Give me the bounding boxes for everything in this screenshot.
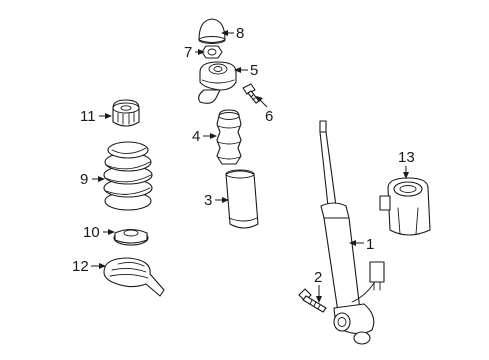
part-6-bolt	[242, 83, 260, 104]
arrowhead-5	[234, 67, 241, 73]
callout-12: 12	[72, 258, 106, 275]
part-8-dust-cap	[198, 18, 226, 44]
arrowhead-3	[222, 197, 229, 203]
arrowhead-8	[221, 30, 228, 36]
callout-6: 6	[256, 96, 273, 125]
callout-label-5: 5	[250, 62, 258, 79]
callout-label-10: 10	[83, 224, 100, 241]
callout-10: 10	[83, 224, 115, 241]
part-2-bolt	[298, 288, 327, 313]
part-1-shock-absorber	[319, 120, 385, 345]
callout-label-3: 3	[204, 192, 212, 209]
callout-4: 4	[192, 128, 217, 145]
callout-label-12: 12	[72, 258, 89, 275]
callout-7: 7	[184, 44, 205, 61]
callout-label-8: 8	[236, 25, 244, 42]
callout-13: 13	[398, 149, 415, 179]
callout-5: 5	[234, 62, 258, 79]
part-3-dust-boot	[225, 169, 259, 229]
callout-2: 2	[314, 269, 322, 303]
callout-8: 8	[221, 25, 244, 42]
part-10-lower-seat	[113, 228, 149, 246]
part-9-coil-spring	[103, 141, 153, 211]
arrowhead-9	[98, 176, 105, 182]
callout-label-2: 2	[314, 269, 322, 286]
callout-9: 9	[80, 171, 105, 188]
arrowhead-1	[349, 240, 356, 246]
arrowhead-11	[105, 113, 112, 119]
arrowhead-2	[316, 296, 322, 303]
callout-3: 3	[204, 192, 229, 209]
callout-label-9: 9	[80, 171, 88, 188]
part-5-strut-mount	[198, 61, 237, 104]
callout-label-6: 6	[265, 108, 273, 125]
callout-label-11: 11	[80, 108, 96, 125]
part-12-spring-pad	[103, 257, 165, 297]
arrowhead-12	[99, 263, 106, 269]
arrowhead-6	[256, 96, 263, 102]
arrowhead-7	[198, 49, 205, 55]
part-4-bump-stop	[216, 109, 242, 165]
callout-1: 1	[349, 236, 374, 253]
callout-label-7: 7	[184, 44, 192, 61]
arrowhead-4	[210, 133, 217, 139]
part-13-shock-cover	[379, 177, 431, 236]
callout-label-1: 1	[366, 236, 374, 253]
arrowhead-13	[403, 172, 409, 179]
part-11-upper-insulator	[112, 99, 140, 127]
callout-label-4: 4	[192, 128, 200, 145]
callout-label-13: 13	[398, 149, 415, 166]
callout-11: 11	[80, 108, 112, 125]
arrowhead-10	[108, 229, 115, 235]
